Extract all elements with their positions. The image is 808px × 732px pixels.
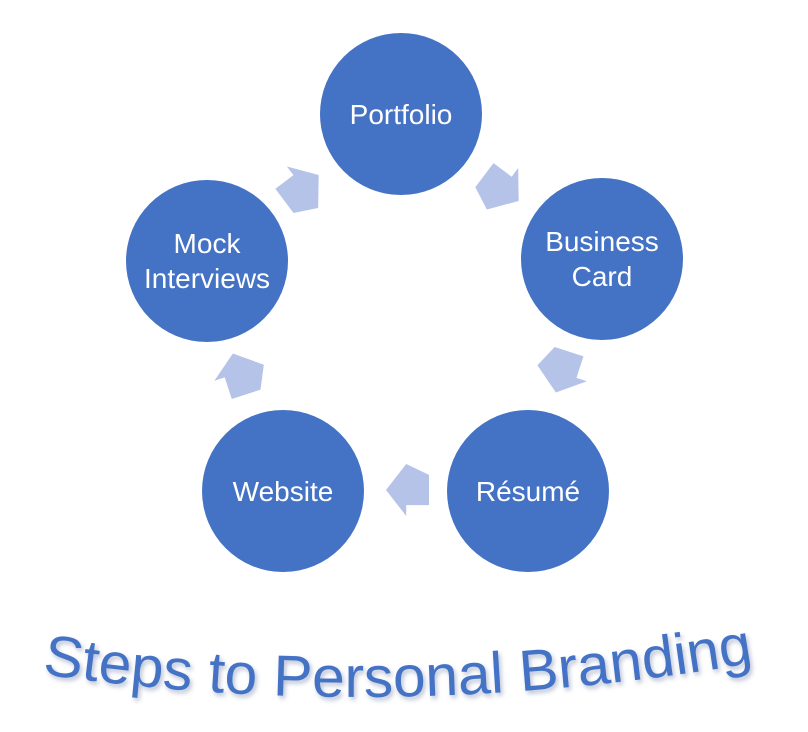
cycle-arrow-icon-business-card-to-resume: [531, 344, 594, 401]
cycle-node-business-card: Business Card: [521, 178, 683, 340]
node-label-business-card: Business Card: [545, 226, 659, 292]
cycle-arrow-icon-website-to-mock-interviews: [208, 346, 271, 403]
diagram-title-text: Steps to Personal Branding: [40, 612, 756, 710]
diagram-title: Steps to Personal Branding: [40, 612, 756, 710]
cycle-arrow-icon-resume-to-website: [386, 464, 429, 516]
node-label-resume: Résumé: [475, 475, 581, 507]
cycle-node-mock-interviews: Mock Interviews: [126, 180, 288, 342]
cycle-arrow-icon-mock-interviews-to-portfolio: [269, 154, 335, 221]
node-label-website: Website: [232, 475, 334, 507]
cycle-node-resume: Résumé: [447, 410, 609, 572]
cycle-node-website: Website: [202, 410, 364, 572]
node-label-portfolio: Portfolio: [349, 98, 453, 130]
cycle-arrow-icon-portfolio-to-business-card: [469, 154, 535, 221]
cycle-node-portfolio: Portfolio: [320, 33, 482, 195]
node-label-mock-interviews: Mock Interviews: [144, 228, 271, 294]
